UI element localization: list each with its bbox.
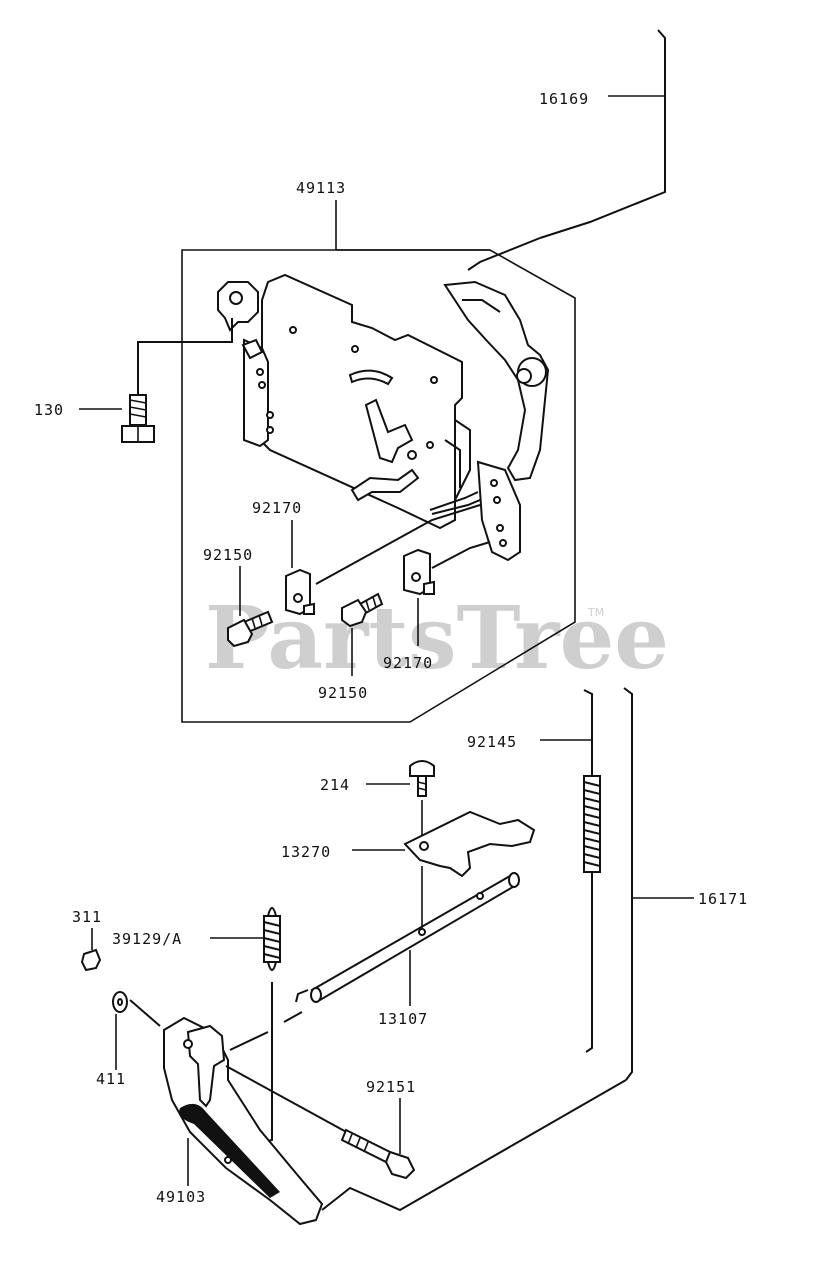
bolt-92150-left: [227, 610, 274, 648]
plate-13270: [352, 810, 536, 878]
rod-16171: [321, 687, 694, 1212]
label-16171: 16171: [698, 890, 748, 908]
label-130: 130: [34, 401, 64, 419]
label-311: 311: [72, 908, 102, 926]
label-13107: 13107: [378, 1010, 428, 1028]
label-411: 411: [96, 1070, 126, 1088]
label-16169: 16169: [539, 90, 589, 108]
label-92170-a: 92170: [252, 499, 302, 517]
label-92170-b: 92170: [383, 654, 433, 672]
bolt-92150-middle: [341, 592, 384, 628]
label-92145: 92145: [467, 733, 517, 751]
rod-16169: [467, 29, 666, 271]
shaft-13107: [295, 866, 520, 1006]
label-39129a: 39129/A: [112, 930, 182, 948]
bolt-130: [121, 318, 233, 443]
label-13270: 13270: [281, 843, 331, 861]
label-92150-a: 92150: [203, 546, 253, 564]
label-49103: 49103: [156, 1188, 206, 1206]
bolt-92151: [340, 1098, 416, 1180]
control-plate-assembly: [217, 273, 550, 562]
screw-214: [366, 760, 435, 840]
label-49113: 49113: [296, 179, 346, 197]
clip-92170-left: [285, 568, 315, 616]
clip-92170-right: [403, 548, 435, 596]
pedal-arm-49103: [163, 1011, 351, 1226]
nut-311: [80, 928, 102, 972]
label-92151: 92151: [366, 1078, 416, 1096]
label-92150-b: 92150: [318, 684, 368, 702]
spring-92145: [540, 689, 601, 1053]
watermark-trademark: TM: [587, 606, 604, 619]
washer-411: [112, 991, 161, 1070]
watermark-text: PartsTree: [205, 588, 669, 689]
label-214: 214: [320, 776, 350, 794]
